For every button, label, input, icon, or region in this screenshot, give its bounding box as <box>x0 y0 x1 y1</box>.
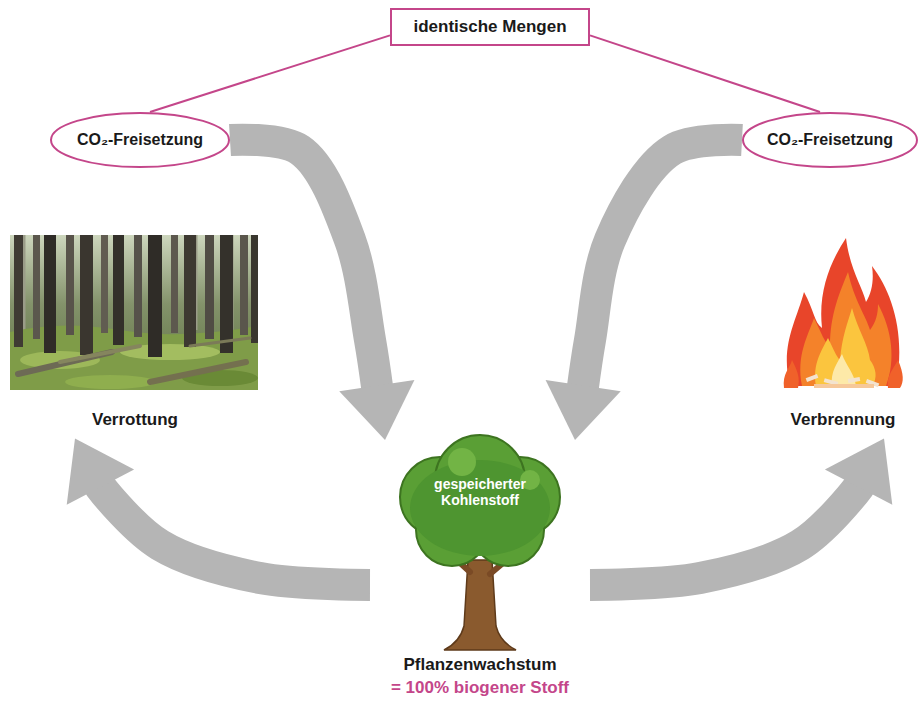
link-line <box>150 35 390 112</box>
fire-embers-part <box>848 377 861 383</box>
forest-trunks-part <box>66 235 74 335</box>
tree-node: gespeicherter KohlenstoffPflanzenwachstu… <box>370 440 590 698</box>
forest-trunks-part <box>251 235 258 343</box>
forest-trunks-part <box>134 235 142 337</box>
forest-trunks-part <box>44 235 56 353</box>
forest-trunks-part <box>240 235 248 335</box>
fallen-logs <box>18 338 250 382</box>
box-label: identische Mengen <box>413 17 566 37</box>
arrow-head <box>339 380 414 440</box>
forest-trunks-part <box>33 235 40 339</box>
release-label: CO₂-Freisetzung <box>767 130 893 149</box>
fire-embers <box>784 360 903 388</box>
release-ellipse: CO₂-Freisetzung <box>50 112 230 168</box>
cycle-arrow <box>590 438 892 585</box>
tree-canopy <box>400 435 560 566</box>
fallen-logs-part <box>60 346 140 362</box>
arrow-head <box>67 438 134 504</box>
flame-middle <box>800 272 891 386</box>
forest-trunks-part <box>171 235 178 333</box>
forest-photo <box>10 235 258 390</box>
process-picture: Verbrennung <box>770 233 916 438</box>
link-path <box>150 35 390 112</box>
arrow-shaft <box>230 140 377 390</box>
forest-trunks-part <box>148 235 162 357</box>
ellipse-shape <box>51 113 229 167</box>
ellipse-shape <box>743 113 917 167</box>
forest-trunks-part <box>184 235 196 347</box>
release-label: CO₂-Freisetzung <box>77 130 203 149</box>
forest-photo-part <box>10 235 258 390</box>
arrow-head <box>546 380 621 440</box>
forest-trunks-part <box>101 235 108 333</box>
process-label: Verbrennung <box>770 410 916 430</box>
process-label: Verrottung <box>8 410 262 430</box>
quantity-box: identische Mengen <box>390 8 590 46</box>
forest-trunks-part <box>113 235 124 345</box>
cycle-arrow <box>230 140 414 440</box>
cycle-arrow <box>67 438 370 585</box>
forest-trunks-part <box>220 235 233 353</box>
tree-trunk <box>444 560 516 650</box>
process-picture: Verrottung <box>8 233 262 438</box>
tree-subcaption: = 100% biogener Stoff <box>391 678 569 698</box>
arrow-head <box>825 438 892 504</box>
canopy-text: gespeicherter Kohlenstoff <box>421 476 539 508</box>
flame-inner <box>815 308 876 386</box>
forest-trunks-part <box>80 235 93 355</box>
arrow-shaft <box>583 140 742 390</box>
fire-embers-part <box>784 360 799 388</box>
fallen-logs-part <box>190 338 250 346</box>
fire-embers-part <box>888 360 903 388</box>
forest-trunks <box>14 235 258 357</box>
forest-trunks-part <box>205 235 214 339</box>
forest-trunks-part <box>14 235 23 347</box>
canopy-highlight <box>448 448 476 476</box>
fire-embers-part <box>814 384 874 388</box>
fire-embers-part <box>806 374 819 382</box>
canopy-center <box>410 460 550 556</box>
arrow-shaft <box>590 484 860 585</box>
fallen-logs-part <box>150 362 246 382</box>
flame-outer <box>787 238 899 386</box>
link-path <box>590 35 820 112</box>
fire-illustration <box>784 238 903 388</box>
link-line <box>590 35 820 112</box>
moss-patch <box>65 375 155 389</box>
tree-illustration <box>400 435 560 650</box>
cycle-arrow <box>546 140 742 440</box>
release-ellipse: CO₂-Freisetzung <box>742 112 918 168</box>
arrow-shaft <box>99 484 370 585</box>
tree-caption: Pflanzenwachstum <box>403 655 556 675</box>
